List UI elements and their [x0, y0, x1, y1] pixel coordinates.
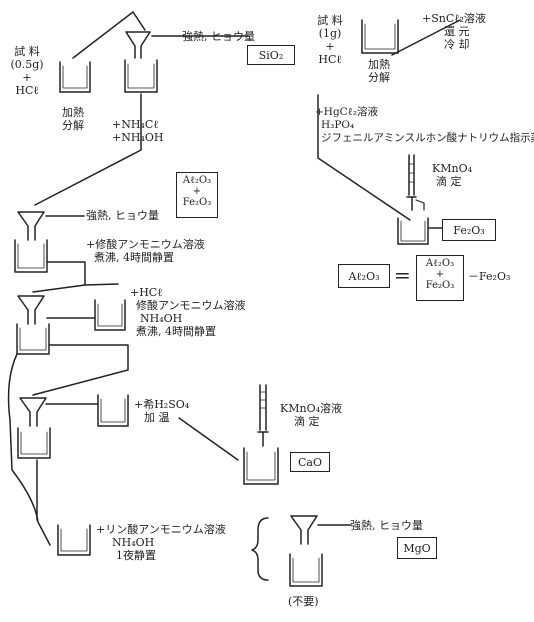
kmno4-right-line: KMnO₄	[432, 162, 472, 175]
oxalate-line: 煮沸, 4時間静置	[94, 251, 174, 264]
h2so4-step-label: +希H₂SO₄ 加 温	[134, 398, 189, 424]
reagent-line: +NH₄OH	[112, 131, 164, 144]
split-line-left	[72, 11, 134, 59]
sample-label-right: 試 料 (1g) + HCℓ	[312, 14, 348, 66]
beaker-icon	[243, 447, 279, 485]
flow-line	[84, 283, 119, 286]
fe2o3-box: Fe₂O₃	[442, 219, 496, 241]
hcl-line: NH₄OH	[140, 312, 183, 325]
sample-line: HCℓ	[15, 84, 39, 97]
hgcl2-line: +HgCℓ₂溶液	[315, 106, 378, 118]
sample-line: HCℓ	[318, 53, 342, 66]
kmno4-right-label: KMnO₄ 滴 定	[432, 162, 472, 188]
funnel-icon	[17, 295, 45, 325]
kmno4-line: KMnO₄溶液	[280, 402, 342, 415]
beaker-icon	[16, 323, 50, 355]
h2so4-line: +希H₂SO₄	[134, 398, 190, 411]
beaker-icon	[397, 217, 429, 245]
oxalate-line: +修酸アンモニウム溶液	[86, 238, 205, 251]
kmno4-line: 滴 定	[294, 415, 320, 428]
sample-line: +	[325, 40, 335, 53]
beaker-icon	[94, 299, 126, 331]
leader-line	[178, 417, 239, 461]
decompose-label-left: 加熱 分解	[58, 106, 88, 132]
mgo-box: MgO	[397, 537, 437, 559]
hgcl2-step-label: +HgCℓ₂溶液 H₃PO₄ ジフェニルアミンスルホン酸ナトリウム指示薬	[315, 106, 534, 145]
plus-text: +	[192, 186, 202, 197]
funnel-icon	[125, 31, 151, 59]
calc-plus: +	[435, 269, 445, 280]
minus-fe2o3: －Fe₂O₃	[468, 270, 511, 283]
ignite-weigh-mg-label: 強熱, ヒョウ量	[350, 519, 423, 532]
funnel-icon	[19, 397, 47, 427]
hcl-line: 修酸アンモニウム溶液	[136, 299, 246, 312]
beaker-icon	[14, 239, 48, 273]
phosphate-line: +リン酸アンモニウム溶液	[96, 523, 226, 536]
ignite-weigh-label-2: 強熱, ヒョウ量	[86, 209, 159, 222]
split-line-right	[132, 11, 146, 31]
sample-line: 試 料	[317, 14, 343, 27]
sncl2-step-label: +SnCℓ₂溶液 還 元 冷 却	[422, 12, 486, 51]
burette-icon	[257, 384, 269, 447]
phosphate-line: NH₄OH	[112, 536, 155, 549]
sncl2-line: +SnCℓ₂溶液	[422, 12, 486, 25]
decompose-line: 加熱	[62, 106, 84, 119]
funnel-icon	[290, 515, 318, 545]
hcl-line: +HCℓ	[130, 286, 163, 299]
burette-icon	[406, 154, 417, 211]
beaker-icon	[97, 394, 129, 427]
fe2o3-text: Fe₂O₃	[182, 197, 212, 208]
calc-box: Aℓ₂O₃ + Fe₂O₃	[416, 255, 464, 301]
decompose-line: 加熱	[368, 58, 390, 71]
beaker-icon	[289, 553, 323, 587]
sio2-box: SiO₂	[247, 45, 295, 65]
sncl2-line: 還 元	[444, 25, 470, 38]
phosphate-line: 1夜静置	[116, 549, 156, 562]
kmno4-right-line: 滴 定	[436, 175, 462, 188]
decompose-label-right: 加熱 分解	[364, 58, 394, 84]
sample-line: +	[22, 71, 32, 84]
beaker-icon	[17, 427, 51, 459]
hgcl2-line: ジフェニルアミンスルホン酸ナトリウム指示薬	[321, 132, 534, 144]
decompose-line: 分解	[62, 119, 84, 132]
beaker-icon	[361, 19, 399, 54]
al2o3-text: Aℓ₂O₃	[182, 175, 212, 186]
decompose-line: 分解	[368, 71, 390, 84]
flow-line	[317, 94, 411, 221]
equals-sign: =	[394, 263, 411, 287]
calc-al2o3: Aℓ₂O₃	[425, 258, 455, 269]
beaker-icon	[59, 61, 91, 93]
flow-line	[7, 353, 51, 546]
sample-label-left: 試 料 (0.5g) + HCℓ	[10, 45, 44, 97]
h2so4-line: 加 温	[144, 411, 170, 424]
flow-line	[32, 261, 86, 293]
hcl-step-label: +HCℓ 修酸アンモニウム溶液 NH₄OH 煮沸, 4時間静置	[130, 286, 246, 338]
flow-line	[391, 19, 461, 56]
ignite-weigh-label: 強熱, ヒョウ量	[182, 30, 255, 43]
reagent-line: +NH₄Cℓ	[112, 118, 159, 131]
sample-line: (1g)	[318, 27, 342, 40]
beaker-icon	[57, 524, 91, 556]
sample-line: (0.5g)	[10, 58, 44, 71]
sncl2-line: 冷 却	[444, 38, 470, 51]
flow-line	[34, 93, 142, 206]
hcl-line: 煮沸, 4時間静置	[136, 325, 216, 338]
beaker-icon	[124, 59, 158, 93]
al-fe-box: Aℓ₂O₃ + Fe₂O₃	[176, 172, 218, 218]
phosphate-step-label: +リン酸アンモニウム溶液 NH₄OH 1夜静置	[96, 523, 226, 562]
cao-box: CaO	[290, 452, 330, 472]
kmno4-label: KMnO₄溶液 滴 定	[280, 402, 342, 428]
al2o3-result-box: Aℓ₂O₃	[338, 264, 390, 288]
oxalate-step-label: +修酸アンモニウム溶液 煮沸, 4時間静置	[86, 238, 205, 264]
brace-icon	[251, 517, 269, 581]
unneeded-label: (不要)	[288, 595, 319, 608]
calc-fe2o3: Fe₂O₃	[425, 280, 455, 291]
sample-line: 試 料	[14, 45, 40, 58]
flow-line	[32, 344, 129, 396]
nh4-reagent-label: +NH₄Cℓ +NH₄OH	[112, 118, 163, 144]
funnel-icon	[17, 211, 45, 241]
hgcl2-line: H₃PO₄	[321, 119, 355, 131]
